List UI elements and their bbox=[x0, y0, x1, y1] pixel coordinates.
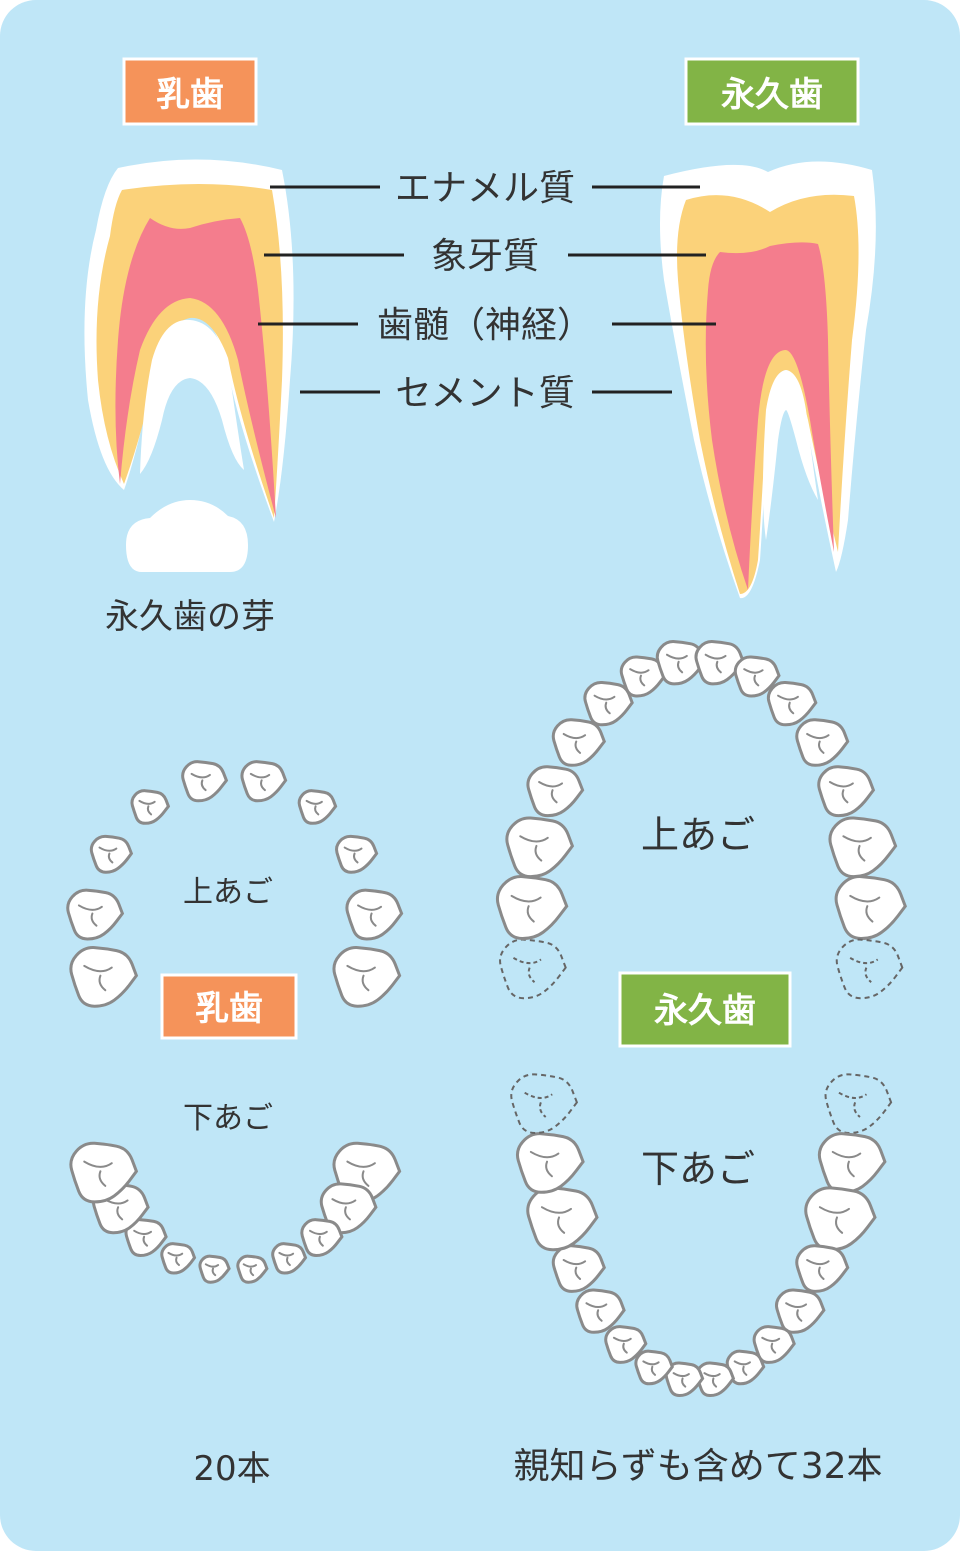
permanent-upper-tooth bbox=[694, 640, 745, 686]
primary-lower-tooth bbox=[124, 1218, 168, 1258]
primary-lower-tooth bbox=[160, 1242, 197, 1275]
permanent-upper-tooth bbox=[526, 765, 585, 818]
permanent-lower-tooth bbox=[604, 1325, 648, 1364]
permanent-lower-tooth bbox=[515, 1132, 585, 1194]
permanent-upper-tooth bbox=[733, 655, 781, 698]
permanent-lower-tooth bbox=[824, 1073, 893, 1135]
permanent-lower-tooth bbox=[752, 1325, 796, 1364]
permanent-lower-tooth bbox=[575, 1288, 626, 1334]
permanent-upper-jaw-label: 上あご bbox=[641, 813, 755, 857]
primary-lower-tooth bbox=[319, 1182, 378, 1235]
permanent-lower-arch bbox=[510, 1073, 893, 1398]
permanent-tooth-count: 親知らずも含めて32本 bbox=[513, 1446, 882, 1487]
primary-upper-tooth bbox=[335, 834, 379, 874]
permanent-lower-tooth bbox=[634, 1349, 674, 1386]
permanent-tooth-bud bbox=[126, 500, 248, 572]
permanent-upper-tooth bbox=[495, 875, 569, 941]
permanent-upper-tooth bbox=[834, 875, 907, 941]
primary-upper-arch bbox=[66, 760, 404, 1008]
primary-upper-tooth bbox=[89, 834, 134, 874]
permanent-upper-tooth bbox=[551, 718, 606, 767]
permanent-badge-bottom-label: 永久歯 bbox=[654, 991, 756, 1031]
permanent-badge-top-label: 永久歯 bbox=[721, 75, 823, 115]
permanent-lower-tooth bbox=[774, 1288, 826, 1334]
primary-upper-tooth bbox=[130, 789, 171, 825]
permanent-upper-tooth bbox=[655, 640, 707, 686]
permanent-tooth-root-cavity bbox=[763, 370, 818, 540]
permanent-upper-tooth bbox=[835, 938, 904, 1000]
primary-upper-tooth bbox=[297, 789, 338, 825]
primary-lower-tooth bbox=[300, 1218, 344, 1258]
primary-lower-arch bbox=[69, 1141, 402, 1284]
pulp-label: 歯髄（神経） bbox=[377, 305, 593, 346]
primary-upper-tooth bbox=[332, 946, 402, 1008]
permanent-upper-tooth bbox=[828, 816, 898, 879]
primary-lower-tooth bbox=[236, 1254, 269, 1284]
permanent-lower-tooth bbox=[804, 1186, 877, 1252]
permanent-tooth-section bbox=[660, 161, 876, 599]
primary-tooth-section bbox=[84, 159, 294, 522]
primary-upper-tooth bbox=[240, 760, 288, 803]
primary-lower-jaw-label: 下あご bbox=[183, 1101, 273, 1136]
dentin-label: 象牙質 bbox=[431, 236, 539, 277]
permanent-lower-tooth bbox=[664, 1361, 705, 1398]
permanent-tooth-pulp bbox=[705, 242, 834, 590]
permanent-lower-tooth bbox=[795, 1244, 850, 1293]
permanent-upper-tooth bbox=[795, 718, 850, 767]
permanent-lower-tooth bbox=[817, 1132, 887, 1194]
primary-badge-top-label: 乳歯 bbox=[156, 75, 224, 115]
permanent-upper-tooth bbox=[583, 680, 634, 727]
primary-upper-tooth bbox=[345, 888, 404, 941]
enamel-label: エナメル質 bbox=[395, 168, 575, 209]
primary-upper-jaw-label: 上あご bbox=[183, 875, 273, 910]
primary-badge-top: 乳歯 bbox=[122, 57, 258, 126]
permanent-upper-tooth bbox=[499, 938, 567, 1000]
primary-lower-tooth bbox=[271, 1242, 308, 1275]
primary-badge-bottom: 乳歯 bbox=[160, 973, 298, 1040]
permanent-badge-bottom: 永久歯 bbox=[618, 971, 792, 1048]
permanent-upper-tooth bbox=[766, 680, 818, 727]
permanent-lower-tooth bbox=[526, 1186, 599, 1252]
permanent-upper-tooth bbox=[817, 765, 876, 818]
permanent-badge-top: 永久歯 bbox=[684, 57, 860, 126]
permanent-lower-tooth bbox=[510, 1073, 579, 1135]
permanent-lower-tooth bbox=[725, 1349, 766, 1386]
primary-upper-tooth bbox=[69, 946, 139, 1008]
primary-badge-bottom-label: 乳歯 bbox=[195, 989, 263, 1029]
cementum-label: セメント質 bbox=[395, 373, 574, 414]
primary-tooth-count: 20本 bbox=[193, 1449, 270, 1489]
primary-lower-tooth bbox=[198, 1254, 231, 1284]
primary-lower-tooth bbox=[69, 1141, 139, 1204]
primary-tooth-root-cavity bbox=[140, 319, 244, 474]
permanent-upper-tooth bbox=[619, 655, 667, 698]
permanent-upper-arch bbox=[495, 640, 907, 1000]
permanent-upper-tooth bbox=[505, 816, 575, 879]
primary-upper-tooth bbox=[181, 760, 229, 803]
permanent-lower-jaw-label: 下あご bbox=[641, 1147, 755, 1191]
primary-tooth-pulp bbox=[115, 218, 276, 518]
primary-upper-tooth bbox=[66, 888, 125, 941]
permanent-lower-tooth bbox=[551, 1244, 606, 1293]
permanent-tooth-bud-label: 永久歯の芽 bbox=[105, 597, 275, 637]
